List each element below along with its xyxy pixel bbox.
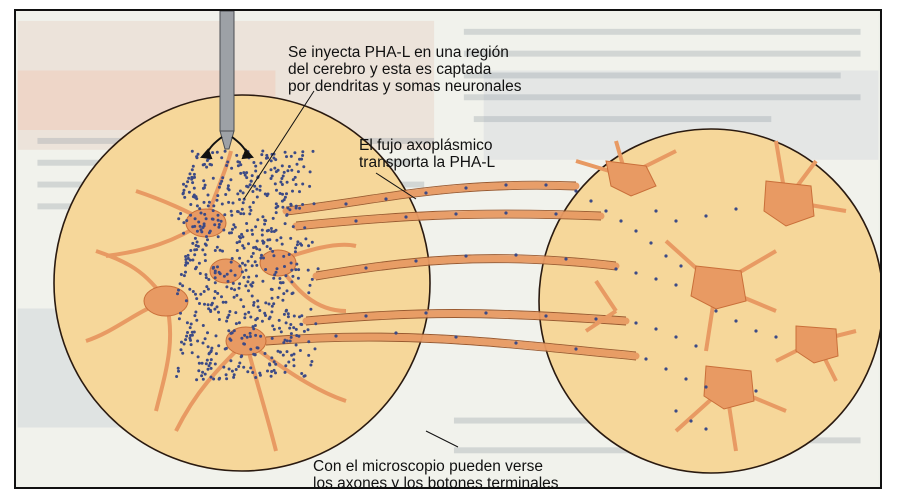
micropipette-icon <box>220 11 234 149</box>
injection-caption: Se inyecta PHA-L en una región del cereb… <box>288 44 588 95</box>
axoplasmic-flow-caption: El fujo axoplásmico transporta la PHA-L <box>359 137 579 171</box>
figure-frame: Se inyecta PHA-L en una región del cereb… <box>14 9 882 489</box>
microscope-caption: Con el microscopio pueden verse los axon… <box>313 458 633 489</box>
